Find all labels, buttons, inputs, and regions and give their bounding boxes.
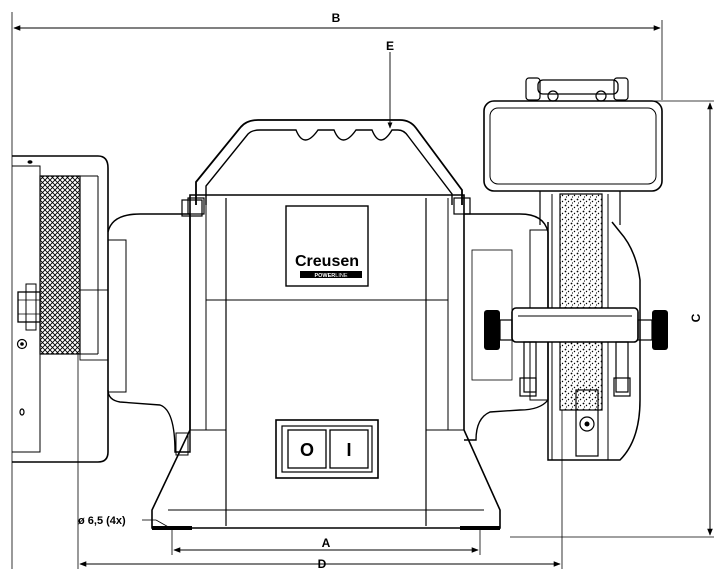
carry-handle <box>187 119 471 215</box>
brand-line: POWERLINE <box>314 273 347 279</box>
mounting-hole-note: ø 6,5 (4x) <box>78 515 126 527</box>
switch-off-button[interactable] <box>287 429 327 469</box>
switch-off-symbol: O <box>300 440 314 460</box>
left-adjust-knob-icon[interactable] <box>484 310 513 350</box>
switch-on-symbol: I <box>346 440 351 460</box>
brand-badge: Creusen POWERLINE <box>285 205 369 287</box>
switch-on-button[interactable] <box>329 429 369 469</box>
dim-label-c: C <box>689 313 703 322</box>
motor-housing <box>151 194 501 530</box>
dim-label-e: E <box>386 39 394 53</box>
right-wheel-guard <box>547 193 641 461</box>
right-adjust-knob-icon[interactable] <box>637 310 668 350</box>
brand-name: Creusen <box>295 253 359 270</box>
power-switch[interactable]: O I <box>275 419 379 479</box>
left-motor-side <box>79 199 203 456</box>
eye-shield <box>483 77 663 225</box>
right-grinding-wheel <box>559 193 603 411</box>
dim-label-b: B <box>332 11 341 25</box>
dim-label-a: A <box>322 536 331 550</box>
dimension-lines <box>11 12 714 569</box>
left-wheel-guard <box>12 155 109 463</box>
dim-label-d: D <box>318 557 327 569</box>
dimension-labels: B E C A D ø 6,5 (4x) <box>78 11 703 569</box>
left-grinding-wheel <box>39 175 81 355</box>
